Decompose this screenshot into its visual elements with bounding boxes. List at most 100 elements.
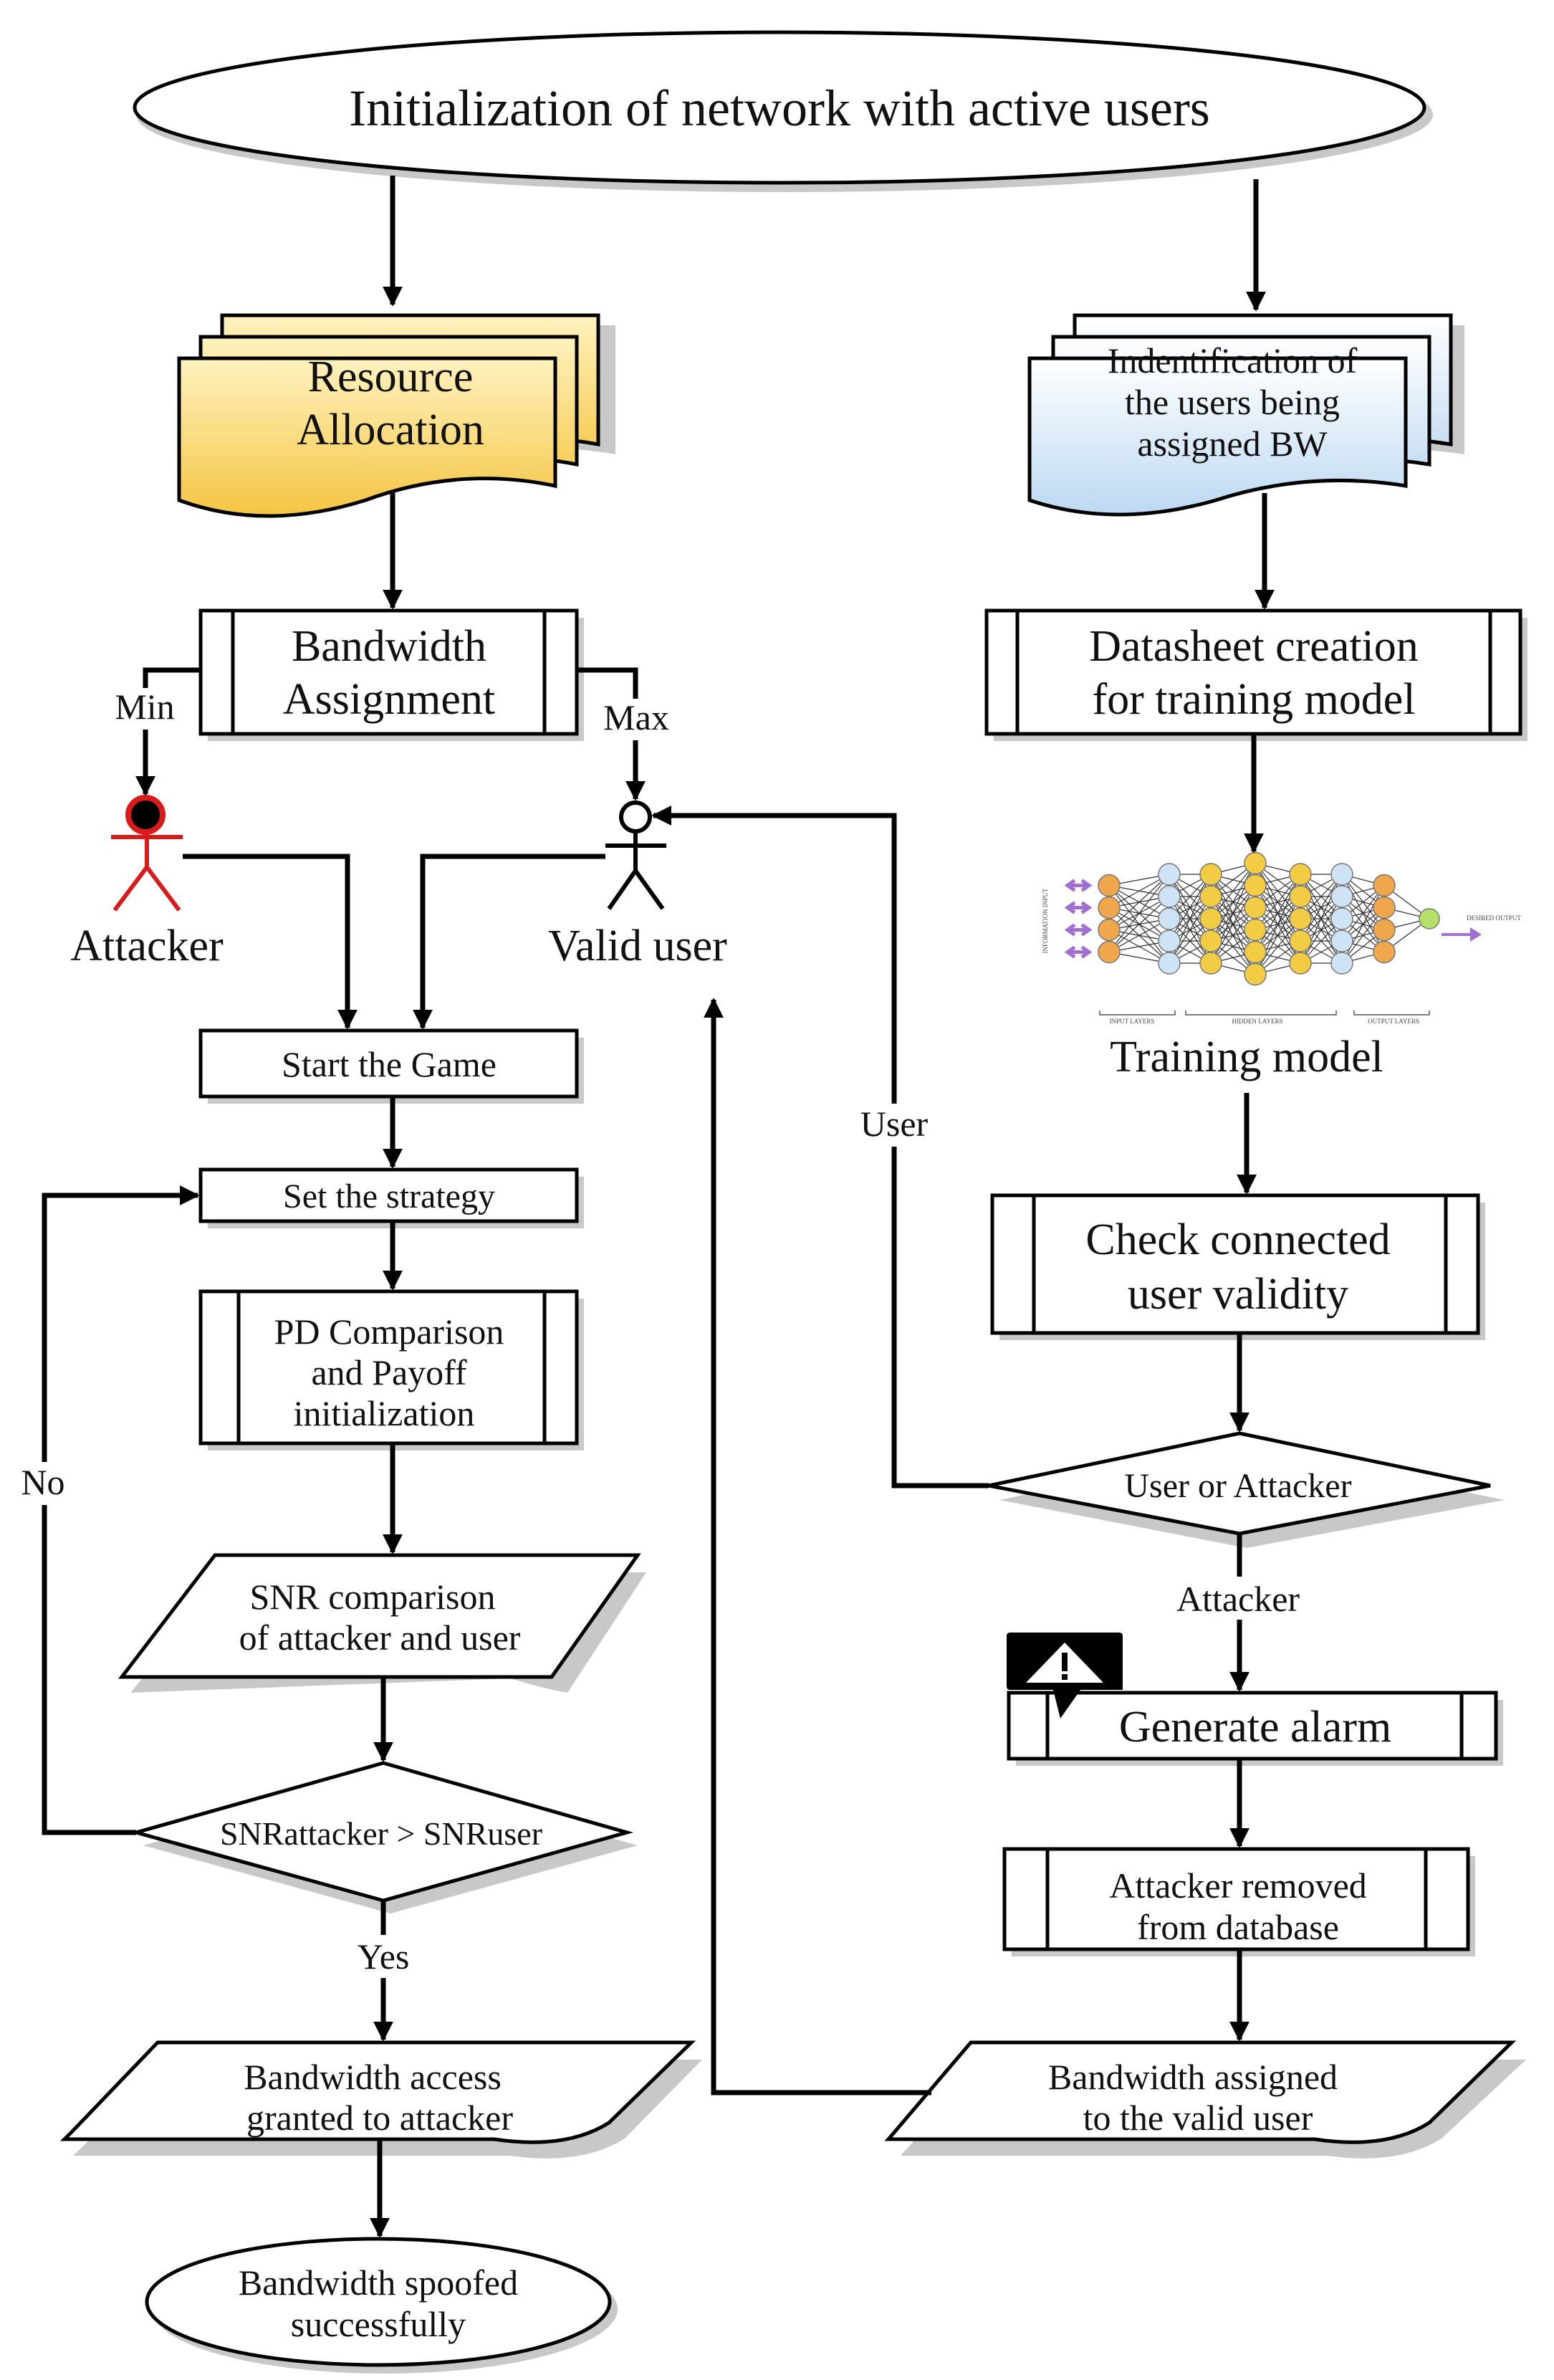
nn-neuron [1098, 874, 1121, 897]
nn-connection [1341, 907, 1385, 964]
nn-neuron [1289, 929, 1312, 952]
generate-alarm-label: Generate alarm [1119, 1703, 1391, 1751]
nn-connection [1210, 863, 1256, 942]
nn-connection [1300, 874, 1343, 942]
identification-node: Indentification of the users being assig… [1027, 313, 1464, 517]
edge-label-no: No [21, 1462, 64, 1502]
nn-connection [1108, 896, 1170, 952]
bw-assigned-valid-node: Bandwidth assigned to the valid user [884, 2040, 1526, 2159]
bandwidth-assignment-line-1: Bandwidth [292, 622, 486, 671]
edge-decision-no-to-strategy [42, 1185, 200, 1835]
nn-connection [1108, 918, 1170, 953]
bandwidth-assignment-line-2: Assignment [283, 675, 495, 724]
snr-comparison-line-2: of attacker and user [239, 1617, 521, 1658]
edge-assigned-to-user-loop [704, 998, 931, 2095]
bw-granted-line-1: Bandwidth access [244, 2057, 502, 2097]
user-or-attacker-decision: User or Attacker [988, 1431, 1505, 1548]
nn-neuron [1373, 874, 1396, 897]
nn-connection [1255, 896, 1301, 975]
check-validity-node: Check connected user validity [990, 1193, 1485, 1340]
edge-label-attacker: Attacker [1176, 1579, 1300, 1619]
set-strategy-label: Set the strategy [283, 1177, 495, 1215]
bandwidth-assignment-node: Bandwidth Assignment [198, 608, 584, 741]
nn-connection [1108, 874, 1170, 952]
edge-label-max: Max [603, 697, 669, 737]
start-game-node: Start the Game [198, 1028, 584, 1104]
generate-alarm-node: Generate alarm [1007, 1691, 1503, 1766]
attacker-removed-line-2: from database [1137, 1907, 1339, 1947]
training-model-label: Training model [1110, 1033, 1383, 1081]
nn-neuron [1244, 918, 1267, 942]
nn-neuron [1373, 918, 1396, 942]
set-strategy-node: Set the strategy [198, 1167, 584, 1228]
start-terminator: Initialization of network with active us… [133, 30, 1433, 192]
nn-neuron [1199, 929, 1222, 952]
bw-spoofed-line-2: successfully [291, 2304, 466, 2344]
valid-user-actor: Valid user [548, 800, 727, 970]
nn-connection [1341, 885, 1385, 964]
attacker-label: Attacker [70, 922, 224, 970]
nn-neuron [1158, 885, 1181, 908]
nn-neuron [1199, 952, 1222, 975]
nn-input-layers-label: INPUT LAYERS [1110, 1018, 1155, 1025]
nn-layer-bracket [1185, 1010, 1337, 1015]
nn-side-label: INFORMATION INPUT [1042, 888, 1049, 953]
edge-bandwidth-max-to-user [577, 667, 646, 801]
nn-neuron [1373, 940, 1396, 964]
snr-decision-label: SNRattacker > SNRuser [220, 1815, 542, 1852]
pd-comparison-line-2: and Payoff [311, 1352, 466, 1392]
nn-neuron [1289, 952, 1312, 975]
nn-connection [1300, 896, 1343, 964]
nn-connection [1255, 874, 1301, 952]
nn-output-arrow [1442, 927, 1482, 942]
nn-connection [1169, 874, 1212, 942]
nn-neuron [1244, 851, 1267, 875]
bw-assigned-line-2: to the valid user [1083, 2098, 1313, 2138]
attacker-removed-line-1: Attacker removed [1109, 1865, 1367, 1906]
check-validity-line-2: user validity [1128, 1270, 1348, 1319]
nn-neuron [1330, 907, 1353, 930]
nn-neuron [1098, 918, 1121, 942]
nn-connection [1255, 874, 1301, 930]
bw-granted-line-2: granted to attacker [246, 2098, 513, 2138]
nn-neuron [1244, 962, 1267, 986]
nn-connection [1108, 874, 1170, 930]
identification-line-1: Indentification of [1108, 340, 1358, 381]
bw-spoofed-terminator: Bandwidth spoofed successfully [145, 2237, 618, 2374]
datasheet-creation-node: Datasheet creation for training model [984, 608, 1527, 741]
snr-comparison-node: SNR comparison of attacker and user [117, 1553, 646, 1693]
nn-connection [1255, 918, 1301, 975]
nn-layer-bracket [1099, 1010, 1176, 1015]
nn-connection [1210, 863, 1256, 919]
nn-connection [1169, 896, 1212, 964]
nn-input-arrow [1064, 901, 1093, 914]
pd-comparison-line-3: initialization [294, 1393, 475, 1433]
nn-neuron [1330, 952, 1353, 975]
edge-attacker-to-game [183, 854, 358, 1030]
nn-input-arrow [1064, 879, 1093, 892]
resource-allocation-line-2: Allocation [297, 406, 484, 454]
nn-neuron [1330, 929, 1353, 952]
edge-user-to-game [413, 854, 605, 1030]
bw-assigned-line-1: Bandwidth assigned [1048, 2057, 1338, 2097]
nn-neuron [1419, 908, 1440, 929]
datasheet-creation-line-1: Datasheet creation [1089, 622, 1419, 671]
warning-icon [1007, 1633, 1123, 1719]
start-game-label: Start the Game [282, 1044, 497, 1084]
pd-comparison-node: PD Comparison and Payoff initialization [198, 1289, 584, 1451]
edge-bandwidth-min-to-attacker [135, 667, 201, 796]
nn-neuron [1289, 885, 1312, 908]
resource-allocation-node: Resource Allocation [177, 313, 615, 518]
edge-decision-user-to-valid [651, 806, 989, 1488]
attacker-removed-node: Attacker removed from database [1002, 1847, 1475, 1956]
nn-connection [1341, 885, 1385, 942]
edges [42, 176, 1275, 2238]
resource-allocation-line-1: Resource [308, 353, 474, 401]
nn-output-layers-label: OUTPUT LAYERS [1368, 1018, 1419, 1025]
attacker-actor: Attacker [70, 795, 224, 970]
nn-neuron [1158, 952, 1181, 975]
identification-line-2: the users being [1125, 382, 1340, 422]
nn-neuron [1244, 940, 1267, 964]
nn-neuron [1330, 863, 1353, 886]
